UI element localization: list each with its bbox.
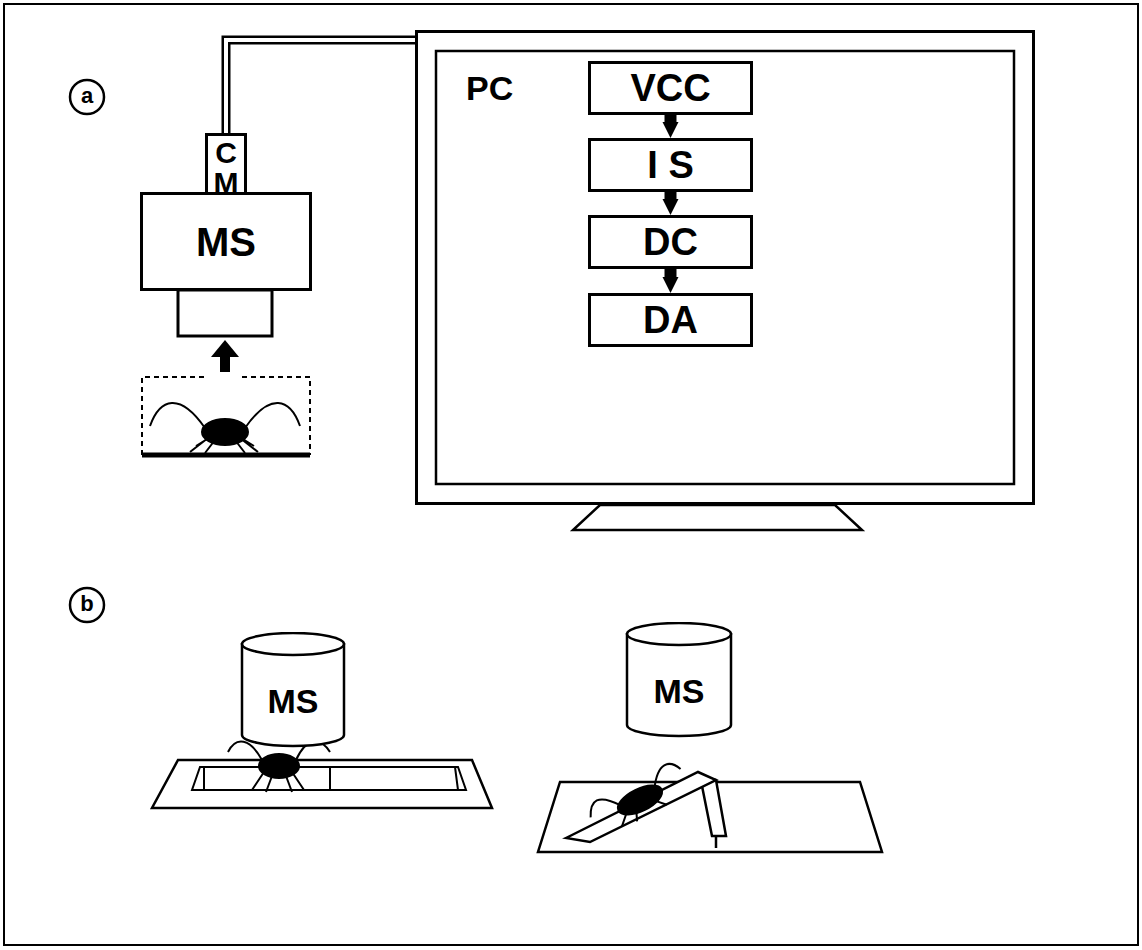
component-box: I S bbox=[588, 138, 753, 192]
node-label: DC bbox=[643, 223, 698, 261]
node-label: DA bbox=[643, 301, 698, 339]
panel-label: b bbox=[80, 593, 93, 615]
component-box: DA bbox=[588, 293, 753, 347]
node-label: MS bbox=[268, 684, 319, 718]
panel-label: a bbox=[81, 85, 93, 107]
microscope-cylinder: MS bbox=[240, 632, 346, 748]
objective-lens bbox=[178, 290, 272, 336]
component-box: DC bbox=[588, 215, 753, 269]
light-arrow bbox=[220, 356, 230, 372]
cable-core bbox=[226, 40, 415, 133]
node-label: VCC bbox=[630, 69, 710, 107]
node-label: I S bbox=[647, 146, 693, 184]
component-box: VCC bbox=[588, 61, 753, 115]
camera-cable bbox=[226, 40, 415, 133]
label-circle bbox=[70, 80, 104, 114]
flow-arrow bbox=[665, 115, 677, 124]
component-box: MS bbox=[140, 192, 312, 291]
flat-slide bbox=[152, 760, 492, 808]
cylinder-top bbox=[627, 623, 731, 645]
microscope-cylinder: MS bbox=[625, 622, 733, 738]
screen bbox=[436, 51, 1014, 484]
flow-arrow bbox=[665, 269, 677, 279]
insect bbox=[584, 760, 693, 839]
insect bbox=[150, 403, 300, 453]
light-arrow-head bbox=[211, 340, 239, 357]
component-box: PC VCC I S DC DA bbox=[415, 30, 1035, 505]
label-circle bbox=[70, 588, 104, 622]
node-label: MS bbox=[196, 222, 256, 262]
cylinder-side bbox=[242, 643, 344, 746]
inclined-slide bbox=[538, 772, 882, 852]
chamber bbox=[142, 377, 310, 455]
cylinder-side bbox=[627, 633, 731, 736]
node-label: MS bbox=[654, 674, 705, 708]
frame bbox=[4, 4, 1138, 945]
insect bbox=[228, 742, 330, 792]
node-label: C M bbox=[214, 138, 239, 198]
cylinder-top bbox=[242, 633, 344, 655]
floor bbox=[142, 453, 310, 458]
node-label: PC bbox=[466, 71, 513, 105]
monitor-stand bbox=[573, 505, 862, 530]
flow-arrow bbox=[665, 192, 677, 201]
